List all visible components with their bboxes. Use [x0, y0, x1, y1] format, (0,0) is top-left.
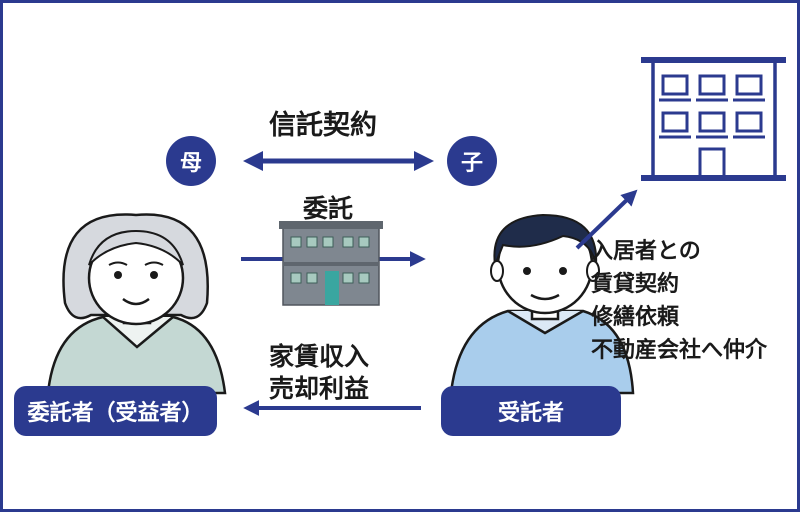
mother-badge: 母	[166, 136, 216, 186]
property-building-icon	[279, 221, 383, 306]
trustee-label: 受託者	[441, 386, 621, 436]
trustee-illustration	[449, 213, 635, 395]
settlor-illustration	[46, 213, 227, 395]
delegation-label: 委託	[303, 194, 354, 223]
income-label: 家賃収入 売却利益	[269, 342, 370, 403]
child-badge: 子	[447, 136, 497, 186]
trust-contract-label: 信託契約	[269, 110, 377, 141]
diagram-graphics	[46, 57, 786, 416]
management-arrow	[575, 189, 638, 250]
settlor-label: 委託者（受益者）	[14, 386, 217, 436]
trustee-duties-label: 入居者との 賃貸契約 修繕依頼 不動産会社へ仲介	[591, 239, 768, 363]
apartment-icon	[641, 57, 786, 181]
